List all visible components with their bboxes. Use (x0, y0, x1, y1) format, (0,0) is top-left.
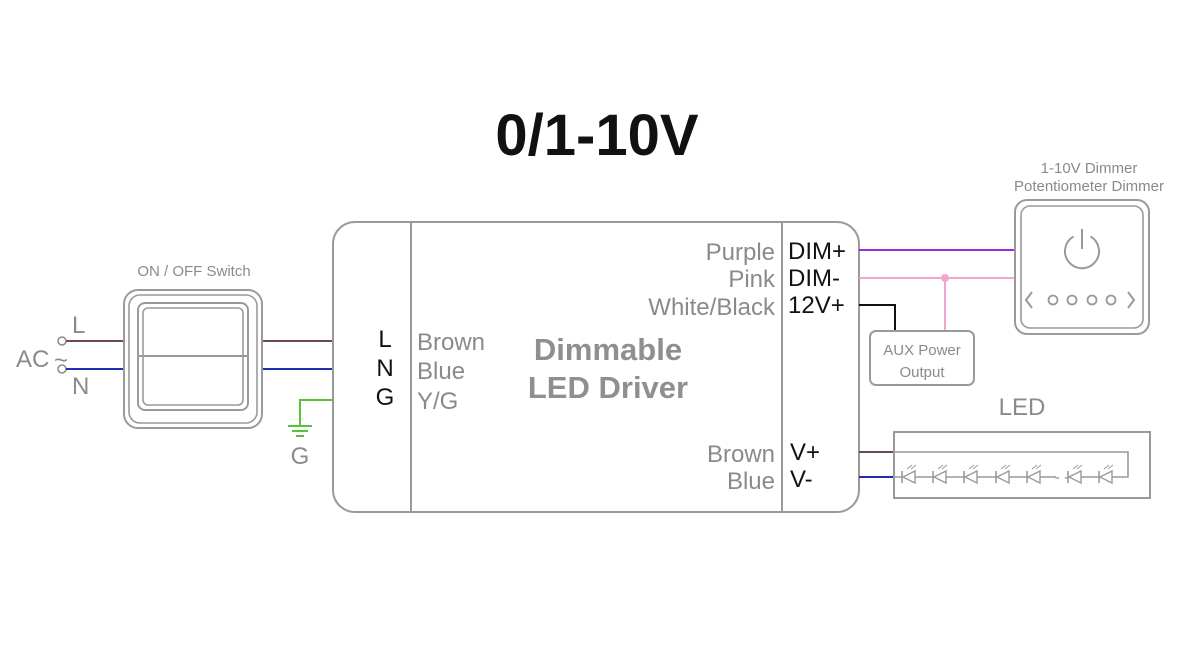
switch-label: ON / OFF Switch (137, 263, 250, 280)
diagram-title: 0/1-10V (495, 103, 698, 168)
terminal-v-minus: V- (790, 466, 813, 493)
wire-color-purple: Purple (706, 239, 775, 266)
aux-12v-wire (859, 304, 896, 331)
wire-color-blue-out: Blue (727, 468, 775, 495)
led-diode-icon (1067, 464, 1083, 485)
dimmer-label-line1: 1-10V Dimmer (1041, 160, 1138, 177)
on-off-switch: ON / OFF Switch (123, 263, 263, 429)
driver-name-line1: Dimmable (534, 332, 682, 367)
terminal-dim-plus: DIM+ (788, 238, 846, 265)
led-diode-icon (963, 464, 979, 485)
terminal-v-plus: V+ (790, 439, 820, 466)
led-strip: LED - - (893, 394, 1151, 499)
dimmer-label-line2: Potentiometer Dimmer (1014, 178, 1164, 195)
terminal-12v-plus: 12V+ (788, 292, 845, 319)
aux-power-output: AUX Power Output (869, 330, 975, 386)
dimmer: 1-10V Dimmer Potentiometer Dimmer (1014, 160, 1164, 335)
ground-wire (299, 399, 333, 426)
junction-dot-icon (941, 274, 949, 282)
dimmer-plate (1014, 199, 1150, 335)
aux-label-line2: Output (899, 364, 945, 381)
ac-input: AC ~ L N (16, 312, 89, 400)
terminal-l: L (378, 326, 391, 353)
led-strip-body (893, 431, 1151, 499)
led-diode-group (901, 464, 1114, 485)
wire-color-white-black: White/Black (648, 294, 776, 321)
aux-label-line1: AUX Power (883, 342, 961, 359)
led-strip-trace (895, 451, 1129, 478)
led-diode-icon (1098, 464, 1114, 485)
wire-color-brown-out: Brown (707, 441, 775, 468)
ac-label: AC (16, 346, 49, 373)
led-diode-icon (995, 464, 1011, 485)
wire-color-brown-in: Brown (417, 329, 485, 356)
wire-color-pink: Pink (728, 266, 776, 293)
aux-box (869, 330, 975, 386)
dimmer-plate-inner (1020, 205, 1144, 329)
led-diode-icon (901, 464, 917, 485)
driver-body (332, 221, 860, 513)
live-terminal-icon (57, 336, 67, 346)
driver-name-line2: LED Driver (528, 370, 688, 405)
terminal-n: N (376, 355, 393, 382)
power-icon (1064, 229, 1100, 270)
led-driver: L N G Brown Blue Y/G Dimmable LED Driver… (332, 221, 860, 513)
terminal-g: G (376, 384, 395, 411)
ground-label: G (291, 443, 310, 470)
led-diode-icon (1026, 464, 1042, 485)
neutral-terminal-icon (57, 364, 67, 374)
led-ellipsis: - - (1055, 469, 1069, 486)
switch-plate-inner (128, 294, 258, 424)
neutral-label: N (72, 373, 89, 400)
dimmer-controls-icon (1024, 291, 1136, 309)
wire-color-blue-in: Blue (417, 358, 465, 385)
led-diode-icon (932, 464, 948, 485)
led-label: LED (999, 394, 1046, 421)
live-label: L (72, 312, 85, 339)
terminal-dim-minus: DIM- (788, 265, 840, 292)
ground: G (288, 399, 333, 470)
wire-color-yg: Y/G (417, 388, 458, 415)
